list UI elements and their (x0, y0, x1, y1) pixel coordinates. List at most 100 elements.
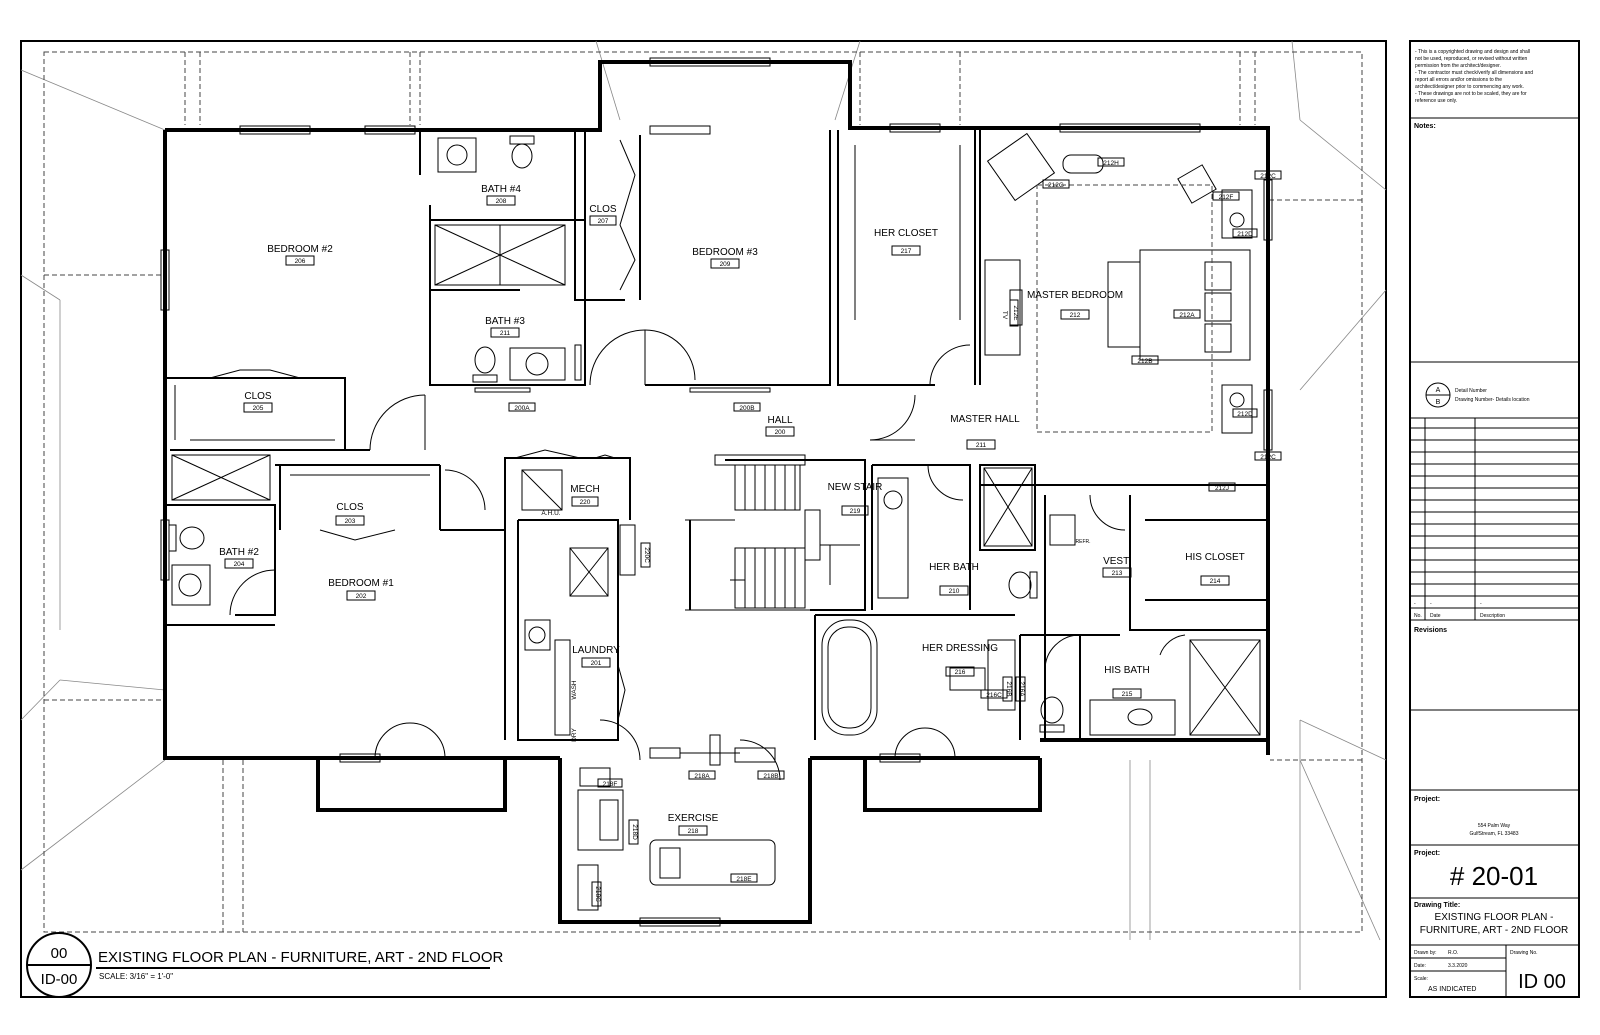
drawing-title: EXISTING FLOOR PLAN - FURNITURE, ART - 2… (98, 949, 504, 966)
room-name-bedroom1: BEDROOM #1 (328, 578, 394, 589)
room-num-hall: 200 (775, 429, 786, 436)
room-name-master-bedroom: MASTER BEDROOM (1027, 290, 1123, 301)
tag-216a: 216A (1018, 681, 1025, 697)
drawing-no-label: Drawing No. (1510, 950, 1538, 956)
furniture-tags: 200A 200B 212H 212G 212F 212C 212C 212D … (508, 157, 1282, 907)
tag-216c: 216C (986, 692, 1002, 699)
room-num-his-closet: 214 (1210, 578, 1221, 585)
project-address-2: GulfStream, FL 33483 (1469, 831, 1518, 837)
room-name-her-dressing: HER DRESSING (922, 643, 998, 654)
room-num-master-hall: 211 (976, 442, 987, 449)
room-name-bedroom2: BEDROOM #2 (267, 244, 333, 255)
room-name-master-hall: MASTER HALL (950, 414, 1020, 425)
tag-212g: 212G (1048, 182, 1064, 189)
room-name-hall: HALL (767, 415, 792, 426)
dashed-overhangs (43, 51, 1363, 933)
room-num-bath2: 204 (234, 561, 245, 568)
room-name-mech: MECH (570, 484, 599, 495)
legend-line-2: Drawing Number- Details location (1455, 397, 1530, 403)
room-name-bedroom3: BEDROOM #3 (692, 247, 758, 258)
tag-200a: 200A (514, 405, 530, 412)
room-num-mech: 220 (580, 499, 591, 506)
room-name-his-bath: HIS BATH (1104, 665, 1149, 676)
tag-218b: 218B (763, 773, 778, 780)
disclaimer-line-8: reference use only. (1415, 98, 1457, 104)
rev-dash-3: - (1480, 601, 1482, 607)
exterior-walls (163, 60, 1270, 924)
drawing-no-value: ID 00 (1518, 971, 1566, 993)
rev-dash-2: - (1430, 601, 1432, 607)
interior-walls (165, 130, 1268, 741)
rev-date-header: Date (1430, 613, 1441, 619)
tag-212a: 212A (1179, 312, 1195, 319)
fixtures (168, 132, 1261, 911)
room-num-clos207: 207 (598, 218, 609, 225)
tag-212b: 212B (1137, 358, 1152, 365)
drawing-id-top: 00 (51, 945, 68, 962)
disclaimer-line-6: architect/designer prior to commencing a… (1415, 84, 1524, 90)
tag-200b: 200B (739, 405, 754, 412)
label-wash: WASH (571, 680, 578, 700)
disclaimer-line-1: - This is a copyrighted drawing and desi… (1415, 49, 1530, 55)
tag-218d: 218D (631, 824, 638, 840)
room-num-clos203: 203 (345, 518, 356, 525)
revisions-grid (1410, 418, 1579, 621)
drawing-title-block: 00 ID-00 EXISTING FLOOR PLAN - FURNITURE… (26, 932, 504, 998)
tag-212d-bottom: 212D (1237, 411, 1253, 418)
tag-212e: 212E (1012, 305, 1019, 321)
room-num-vest: 213 (1112, 570, 1123, 577)
legend-line-1: Detail Number (1455, 388, 1487, 394)
room-name-clos207: CLOS (589, 204, 617, 215)
drawing-title-line-1: EXISTING FLOOR PLAN - (1435, 912, 1554, 923)
project-number-label: Project: (1414, 850, 1440, 857)
tag-220c: 220C (643, 547, 650, 563)
room-num-exercise: 218 (688, 828, 699, 835)
room-name-his-closet: HIS CLOSET (1185, 552, 1244, 563)
label-refr: REFR. (1076, 539, 1091, 545)
disclaimer-line-5: report all errors and/or omissions to th… (1415, 77, 1502, 83)
tag-212j: 212J (1215, 485, 1229, 492)
legend-letter-a: A (1436, 387, 1441, 394)
room-num-her-bath: 210 (949, 588, 960, 595)
disclaimer-line-4: - The contractor must check/verify all d… (1415, 70, 1533, 76)
room-num-master-bedroom: 212 (1070, 312, 1081, 319)
label-tv: TV (1001, 311, 1008, 320)
rev-dash-1: - (1414, 601, 1416, 607)
tag-218c: 218C (594, 886, 601, 902)
tag-212f: 212F (1219, 194, 1234, 201)
tag-212h: 212H (1103, 160, 1119, 167)
room-num-laundry: 201 (591, 660, 602, 667)
project-address-1: 554 Palm Way (1478, 823, 1511, 829)
disclaimer-line-3: permission from the architect/designer. (1415, 63, 1501, 69)
stair (685, 454, 860, 611)
drawing-title-line-2: FURNITURE, ART - 2ND FLOOR (1420, 925, 1569, 936)
room-name-her-bath: HER BATH (929, 562, 979, 573)
room-num-his-bath: 215 (1122, 691, 1133, 698)
room-num-bath4: 208 (496, 198, 507, 205)
room-name-new-stair: NEW STAIR (828, 482, 883, 493)
room-name-exercise: EXERCISE (668, 813, 719, 824)
room-name-bath4: BATH #4 (481, 184, 521, 195)
tag-218e: 218E (736, 876, 752, 883)
room-name-laundry: LAUNDRY (572, 645, 620, 656)
room-labels: BEDROOM #2 206 BATH #4 208 CLOS 207 BEDR… (219, 184, 1245, 836)
room-name-her-closet: HER CLOSET (874, 228, 938, 239)
room-num-her-dressing: 216 (955, 669, 966, 676)
room-num-bedroom2: 206 (295, 258, 306, 265)
project-number: # 20-01 (1450, 861, 1538, 891)
rev-no-header: No. (1414, 613, 1422, 619)
room-name-bath3: BATH #3 (485, 316, 525, 327)
room-num-bedroom3: 209 (720, 261, 731, 268)
room-name-vest: VEST. (1103, 556, 1131, 567)
revisions-label: Revisions (1414, 627, 1447, 634)
room-num-new-stair: 219 (850, 508, 861, 515)
notes-label: Notes: (1414, 123, 1436, 130)
project-label: Project: (1414, 796, 1440, 803)
titleblock: - This is a copyrighted drawing and desi… (1410, 49, 1579, 997)
windows (160, 57, 1273, 927)
label-dry: DRY (571, 728, 578, 742)
room-num-clos205: 205 (253, 405, 264, 412)
doors (209, 139, 1186, 781)
scale-value: AS INDICATED (1428, 986, 1477, 993)
